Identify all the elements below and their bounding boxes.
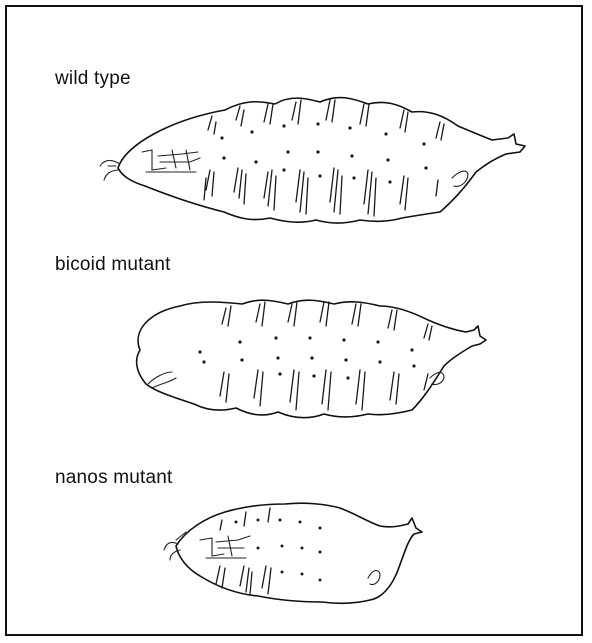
nanos-body-outline (176, 503, 422, 603)
